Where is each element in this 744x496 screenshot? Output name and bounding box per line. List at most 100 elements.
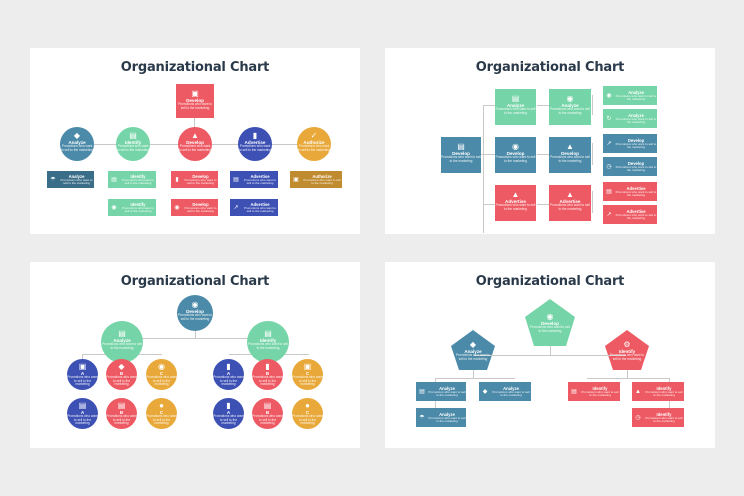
connector-line [550, 346, 551, 355]
person-icon: ● [159, 401, 164, 410]
box-analyze-1[interactable]: ▤ Analyze Promotions who want to sell to… [495, 89, 536, 125]
connector-line [195, 330, 196, 338]
layers-icon: ▤ [264, 329, 272, 338]
connector-line [627, 370, 628, 378]
connector-line [592, 143, 593, 165]
connector-line [483, 105, 484, 233]
connector-line [537, 105, 549, 106]
monitor-icon: ▣ [191, 89, 199, 98]
monitor-icon: ▣ [293, 177, 299, 183]
bank-icon: ▤ [511, 94, 520, 103]
slide-title: Organizational Chart [120, 274, 270, 289]
person-icon: ● [305, 401, 310, 410]
connector-line [122, 338, 268, 339]
circle-develop[interactable]: ▲ Develop Promotions who want to sell to… [178, 127, 212, 161]
calendar-icon: ▤ [263, 401, 272, 410]
root-develop[interactable]: ◉ Develop Promotions who want to sell to… [177, 295, 213, 331]
rocket-icon: ▲ [191, 131, 199, 140]
piggy-bank-icon: ◉ [191, 300, 199, 309]
pentagon-analyze[interactable] [451, 330, 495, 370]
slide-title: Organizational Chart [475, 60, 625, 75]
root-develop[interactable]: ▤ Develop Promotions who want to sell to… [441, 137, 481, 173]
target-icon: ◉ [512, 142, 519, 151]
check-icon: ✓ [310, 131, 318, 140]
box-analyze-2[interactable]: ◉ Analyze Promotions who want to sell to… [549, 89, 591, 125]
pentagon-develop[interactable] [525, 299, 575, 346]
calendar-icon: ▤ [117, 401, 126, 410]
pentagon-identify-text: ⚙ Identify Promotions who want to sell t… [609, 340, 645, 361]
diamond-icon: ◆ [118, 362, 125, 371]
clock-icon: ◷ [635, 415, 641, 421]
clock-icon: ◷ [606, 164, 612, 170]
rocket-icon: ▲ [566, 190, 574, 199]
box-develop-2[interactable]: ▲ Develop Promotions who want to sell to… [549, 137, 591, 173]
truck-icon: ▮ [175, 177, 179, 183]
slide-3: Organizational Chart ◉ Develop Promotion… [30, 262, 360, 448]
box-advertise-2[interactable]: ▲ Advertise Promotions who want to sell … [549, 185, 591, 221]
circle-advertise[interactable]: ▮ Advertise Promotions who want to sell … [238, 127, 272, 161]
camera-icon: ▣ [78, 362, 87, 371]
truck-icon: ▮ [252, 131, 258, 140]
document-icon: ▤ [129, 131, 137, 140]
box-develop-1[interactable]: ◉ Develop Promotions who want to sell to… [495, 137, 536, 173]
connector-line [483, 154, 497, 155]
circle-analyze[interactable]: ▤ Analyze Promotions who want to sell to… [101, 321, 143, 363]
document-icon: ▤ [419, 389, 425, 395]
slide-title: Organizational Chart [475, 274, 625, 289]
refresh-icon: ↻ [606, 116, 612, 122]
magnifier-icon: ◉ [546, 312, 554, 321]
circle-identify[interactable]: ▤ Identify Promotions who want to sell t… [116, 127, 150, 161]
umbrella-icon: ☂ [50, 177, 56, 183]
connector-line [435, 378, 515, 379]
globe-icon: ◉ [566, 94, 574, 103]
slide-1: Organizational Chart ▣ Develop Promotion… [30, 48, 360, 234]
pentagon-identify[interactable] [605, 330, 649, 370]
connector-line [592, 95, 593, 115]
chart-icon: ▤ [78, 401, 87, 410]
box-advertise-1[interactable]: ▲ Advertise Promotions who want to sell … [495, 185, 536, 221]
circle-analyze[interactable]: ◆ Analyze Promotions who want to sell to… [60, 127, 94, 161]
books-icon: ▤ [457, 142, 465, 151]
connector-line [537, 204, 549, 205]
top-box-develop[interactable]: ▣ Develop Promotions who want to sell to… [176, 84, 214, 118]
slide-title: Organizational Chart [120, 60, 270, 75]
circle-authorize[interactable]: ✓ Authorize Promotions who want to sell … [297, 127, 331, 161]
rocket-icon: ▲ [635, 388, 641, 395]
telescope-icon: ↗ [606, 141, 612, 147]
circle-identify[interactable]: ▤ Identify Promotions who want to sell t… [247, 321, 289, 363]
rocket-icon: ▲ [566, 142, 574, 151]
connector-line [474, 355, 626, 356]
